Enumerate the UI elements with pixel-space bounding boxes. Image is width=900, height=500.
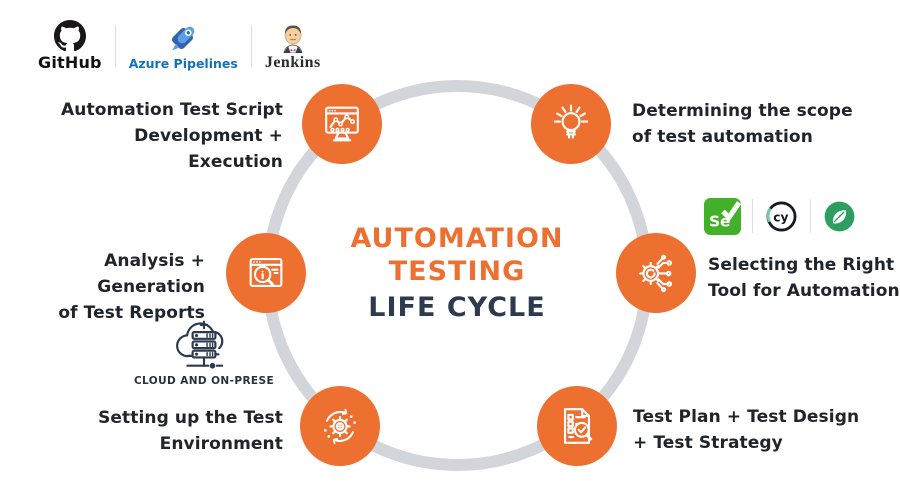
stage-label-reports: Analysis + Generation of Test Reports: [8, 248, 205, 326]
logo-separator: [114, 25, 116, 67]
cypress-label: cy: [773, 210, 788, 224]
stage-bubble-scope: [531, 84, 611, 164]
cloud-on-premise-group: CLOUD AND ON-PRESE: [133, 314, 275, 387]
stage-label-script-development: Automation Test Script Development + Exe…: [40, 97, 283, 175]
stage-label-test-plan: Test Plan + Test Design + Test Strategy: [633, 404, 859, 456]
github-octocat-icon: [53, 20, 86, 52]
stage-label-line: Determining the scope: [632, 101, 853, 121]
stage-bubble-environment: [300, 386, 380, 466]
diagram-title: AUTOMATION TESTING LIFE CYCLE: [307, 222, 607, 324]
gear-circuit-icon: [639, 254, 673, 293]
stage-label-line: Test Plan + Test Design: [633, 407, 860, 427]
title-line-2: TESTING: [388, 256, 526, 287]
title-line-1: AUTOMATION: [350, 223, 564, 254]
leaf-tool-icon: [824, 201, 855, 231]
jenkins-label: Jenkins: [264, 53, 321, 71]
automation-tools-strip: Se cy: [704, 197, 857, 235]
jenkins-butler-icon: [283, 25, 303, 53]
checklist-magnifier-icon: [563, 408, 593, 444]
lightbulb-icon: [553, 104, 589, 139]
monitor-chart-icon: [325, 106, 359, 142]
selenium-icon: Se: [704, 197, 741, 235]
stage-label-line: Selecting the Right: [708, 255, 895, 275]
selenium-label: Se: [709, 212, 730, 230]
stage-label-line: Environment: [159, 434, 283, 454]
cloud-server-icon: [176, 320, 224, 369]
stage-label-line: Setting up the Test: [98, 408, 283, 428]
stage-label-line: Automation Test Script: [61, 100, 283, 120]
stage-label-line: Development + Execution: [134, 126, 283, 172]
cloud-on-premise-label: CLOUD AND ON-PRESE: [133, 375, 275, 387]
azure-pipelines-rocket-icon: [172, 26, 195, 51]
stage-label-line: + Test Strategy: [633, 433, 783, 453]
tool-separator: [810, 199, 811, 233]
stage-label-line: of Test Reports: [58, 303, 205, 323]
stage-label-environment: Setting up the Test Environment: [40, 405, 283, 457]
azure-pipelines-logo: Azure Pipelines: [129, 21, 238, 71]
stage-bubble-test-plan: [537, 386, 617, 466]
github-label: GitHub: [38, 53, 102, 72]
stage-label-line: Analysis + Generation: [97, 251, 205, 297]
github-logo: GitHub: [38, 20, 102, 72]
azure-pipelines-label: Azure Pipelines: [128, 56, 238, 71]
stage-label-scope: Determining the scope of test automation: [632, 98, 853, 150]
stage-label-tool-selection: Selecting the Right Tool for Automation: [708, 252, 900, 304]
logo-strip: GitHub Azure Pipelines: [38, 20, 321, 72]
stage-bubble-tool-selection: [616, 233, 696, 313]
stage-label-line: Tool for Automation: [708, 281, 900, 301]
gear-arrows-icon: [323, 408, 357, 445]
title-line-3: LIFE CYCLE: [368, 292, 546, 323]
stage-bubble-reports: [226, 233, 306, 313]
stage-label-line: of test automation: [632, 127, 813, 147]
cypress-icon: cy: [766, 201, 797, 231]
logo-separator: [250, 25, 252, 67]
jenkins-logo: Jenkins: [265, 21, 321, 72]
stage-bubble-script-development: [302, 84, 382, 164]
report-magnifier-icon: [249, 258, 283, 287]
tool-separator: [752, 199, 753, 233]
